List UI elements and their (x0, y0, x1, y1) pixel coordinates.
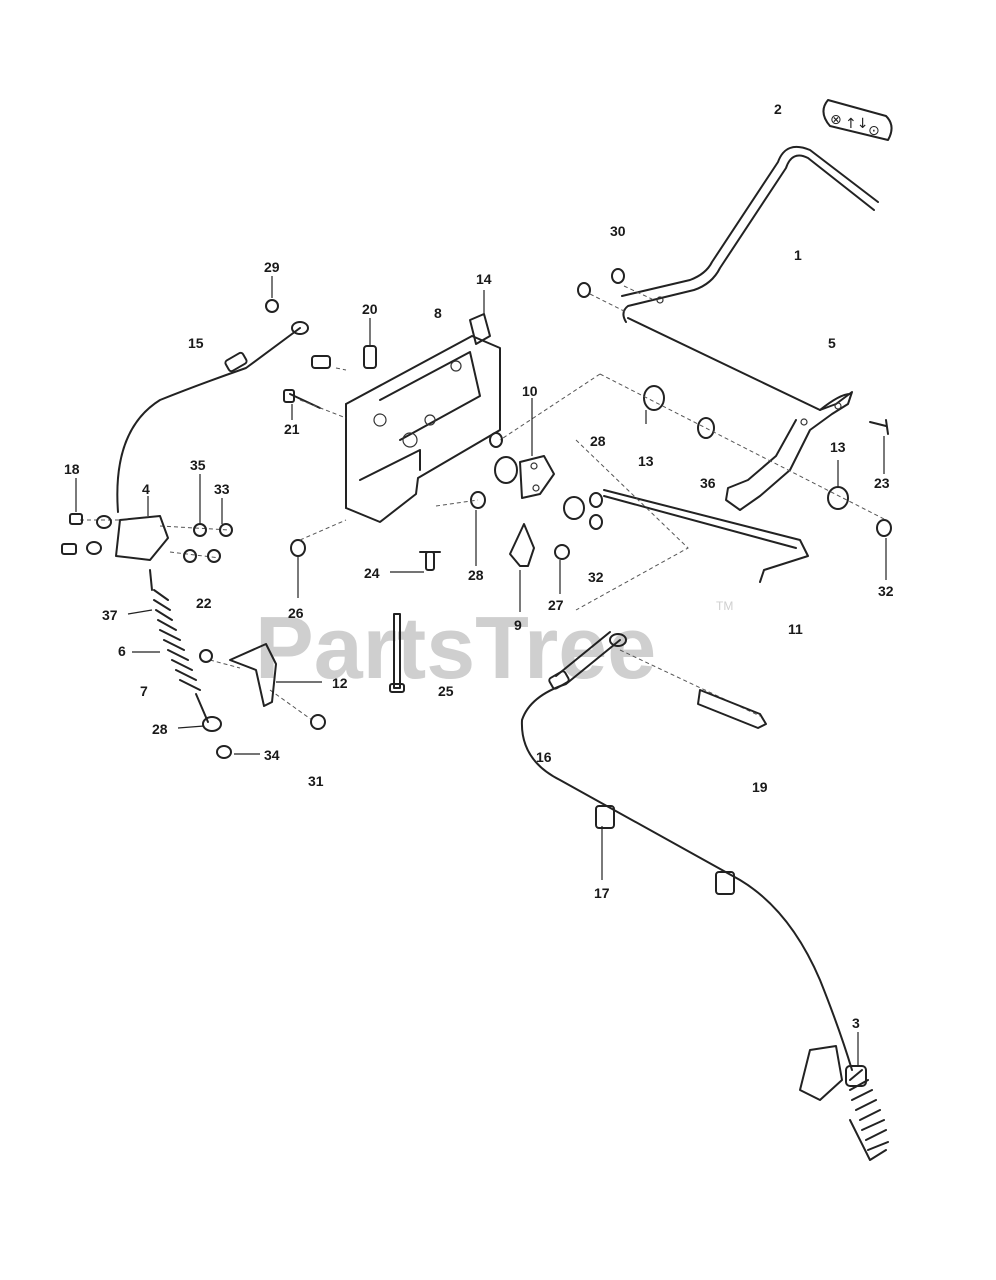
callout-6: 6 (118, 643, 126, 659)
callout-10: 10 (522, 383, 538, 399)
bolts-bracket (265, 299, 377, 557)
rod-part (603, 489, 809, 583)
callout-2: 2 (774, 101, 782, 117)
callout-14: 14 (476, 271, 492, 287)
lever-rod-part (621, 146, 879, 323)
callout-21: 21 (284, 421, 300, 437)
callout-34: 34 (264, 747, 280, 763)
small-bracket-part (229, 643, 277, 707)
hardware-lever (577, 268, 892, 537)
right-cable-part (520, 631, 853, 1071)
callout-5: 5 (828, 335, 836, 351)
left-spring-part (149, 569, 209, 723)
decal-arrows: ↑↓ (845, 116, 868, 132)
rod-part-edge (603, 495, 797, 549)
leader-lines (75, 276, 887, 1066)
callout-16: 16 (536, 749, 552, 765)
links-center (470, 432, 603, 567)
callout-28-left: 28 (152, 721, 168, 737)
watermark-text: PartsTree (255, 598, 656, 697)
washer-28 (202, 716, 222, 732)
callout-11: 11 (788, 621, 803, 637)
callout-31: 31 (308, 773, 324, 789)
callout-20: 20 (362, 301, 378, 317)
callout-33: 33 (214, 481, 230, 497)
callout-8: 8 (434, 305, 442, 321)
callout-13-left: 13 (638, 453, 654, 469)
callout-7: 7 (140, 683, 148, 699)
callout-1: 1 (794, 247, 802, 263)
callout-26: 26 (288, 605, 304, 621)
bolt-19-part (697, 689, 767, 729)
callout-13-right: 13 (830, 439, 846, 455)
nut-34 (216, 745, 232, 759)
callout-29: 29 (264, 259, 280, 275)
callout-30: 30 (610, 223, 626, 239)
watermark-trademark: TM (716, 599, 733, 613)
callout-27: 27 (548, 597, 564, 613)
callout-12: 12 (332, 675, 348, 691)
callout-32-mid: 32 (588, 569, 604, 585)
right-spring-part (799, 1045, 889, 1161)
callout-3: 3 (852, 1015, 860, 1031)
callout-32-right: 32 (878, 583, 894, 599)
callout-labels: 2 30 1 29 14 20 8 15 5 10 28 21 13 13 18… (64, 101, 894, 1031)
callout-18: 18 (64, 461, 80, 477)
callout-23: 23 (874, 475, 890, 491)
left-bracket-part (61, 513, 233, 563)
callout-24: 24 (364, 565, 380, 581)
small-nut (199, 649, 213, 663)
callout-28-mid: 28 (468, 567, 484, 583)
main-bracket-part (345, 335, 501, 523)
callout-19: 19 (752, 779, 768, 795)
callout-4: 4 (142, 481, 150, 497)
callout-15: 15 (188, 335, 204, 351)
callout-17: 17 (594, 885, 610, 901)
small-nut-2 (310, 714, 326, 730)
callout-37: 37 (102, 607, 118, 623)
clip-part (469, 313, 491, 345)
callout-22: 22 (196, 595, 212, 611)
pins-center (389, 551, 441, 693)
decal-right-symbol: ⊙ (868, 123, 880, 139)
decal-part: ⊗ ↑↓ ⊙ (822, 99, 893, 141)
lever-arm-part (627, 296, 853, 511)
callout-35: 35 (190, 457, 206, 473)
callout-28-top: 28 (590, 433, 606, 449)
callout-36: 36 (700, 475, 716, 491)
left-cable-part (116, 321, 309, 513)
decal-left-symbol: ⊗ (830, 112, 842, 128)
callout-25: 25 (438, 683, 454, 699)
callout-9: 9 (514, 617, 522, 633)
